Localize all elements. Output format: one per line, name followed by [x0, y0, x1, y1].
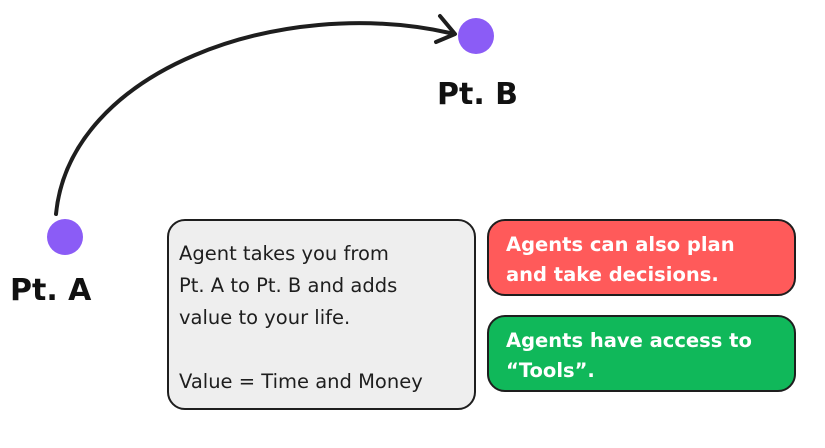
- note-line: Agent takes you from: [179, 242, 389, 265]
- note-spacer: [179, 334, 468, 366]
- tools-callout: Agents have access to “Tools”.: [487, 315, 796, 392]
- point-b-label: Pt. B: [437, 77, 519, 112]
- curved-arrow-path: [54, 21, 452, 216]
- point-a-dot: [47, 219, 83, 255]
- note-line: Pt. A to Pt. B and adds: [179, 274, 398, 297]
- agent-description-note: Agent takes you from Pt. A to Pt. B and …: [167, 219, 476, 410]
- callout-line: and take decisions.: [506, 263, 719, 286]
- note-line: value to your life.: [179, 306, 351, 329]
- value-line: Value = Time and Money: [179, 370, 423, 393]
- arrowhead: [434, 14, 457, 44]
- callout-line: Agents can also plan: [506, 233, 735, 256]
- point-b-dot: [458, 18, 494, 54]
- callout-line: Agents have access to: [506, 329, 752, 352]
- plan-callout: Agents can also plan and take decisions.: [487, 219, 796, 296]
- callout-line: “Tools”.: [506, 359, 595, 382]
- point-a-label: Pt. A: [10, 273, 92, 308]
